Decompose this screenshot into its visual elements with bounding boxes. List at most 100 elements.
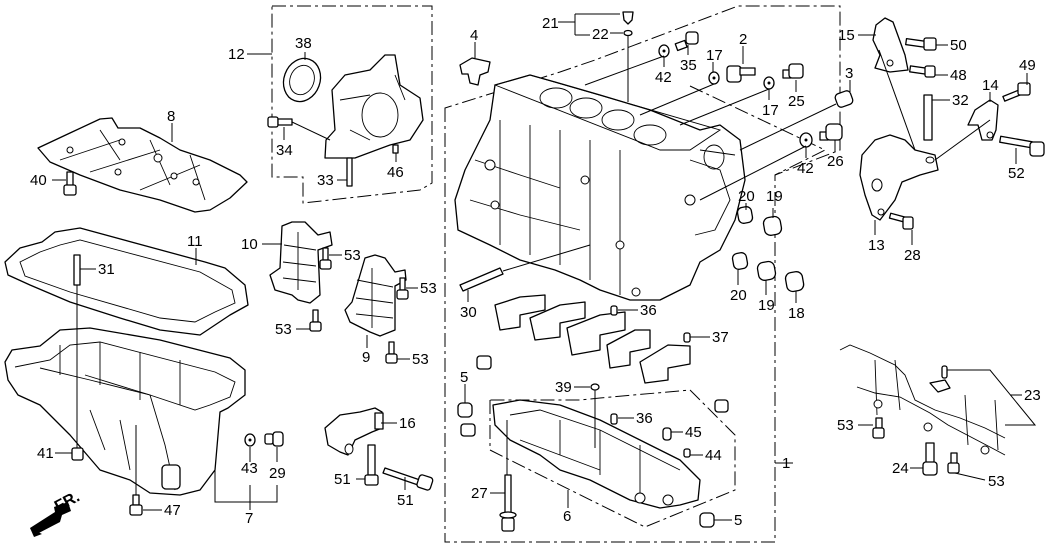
part-19-bearing-a[interactable] <box>762 215 783 237</box>
callout-10: 10 <box>241 236 258 253</box>
cylinder-block[interactable] <box>454 74 746 301</box>
callout-25: 25 <box>788 93 805 110</box>
callout-20-a: 20 <box>738 188 755 205</box>
part-49-bolt[interactable] <box>1002 82 1031 102</box>
part-18-bearing[interactable] <box>784 271 805 293</box>
callout-41: 41 <box>37 445 54 462</box>
bearing-caps[interactable] <box>494 294 691 384</box>
part-38-oil-seal[interactable] <box>278 53 327 107</box>
part-9-bracket[interactable] <box>344 254 407 337</box>
callout-7: 7 <box>245 510 253 527</box>
callout-53-e: 53 <box>837 417 854 434</box>
part-52-bolt[interactable] <box>999 135 1045 157</box>
callout-20-b: 20 <box>730 287 747 304</box>
part-oil-pan[interactable] <box>4 327 246 496</box>
part-5-bolt-right[interactable] <box>699 512 715 528</box>
part-53-bolt-b[interactable] <box>309 309 322 332</box>
group-box-plugs <box>689 85 827 176</box>
part-53-bolt-f[interactable] <box>947 452 960 474</box>
callout-53-b: 53 <box>275 321 292 338</box>
part-23-harness-bracket[interactable] <box>839 344 1006 456</box>
part-bolt-left-lower[interactable] <box>460 423 476 437</box>
part-10-bracket[interactable] <box>269 221 333 304</box>
callout-12: 12 <box>228 46 245 63</box>
part-30-stud[interactable] <box>459 244 591 292</box>
part-51-bolt-angled[interactable] <box>382 467 434 491</box>
callout-53-c: 53 <box>420 280 437 297</box>
part-5-bolt-left[interactable] <box>457 402 473 418</box>
part-11-oil-pan-gasket[interactable] <box>4 227 249 336</box>
part-45-dowel[interactable] <box>662 427 672 441</box>
callout-50: 50 <box>950 37 967 54</box>
part-39-clip[interactable] <box>590 383 600 448</box>
part-24-bolt[interactable] <box>922 442 938 476</box>
part-22-washer[interactable] <box>623 29 633 103</box>
part-32-stud[interactable] <box>923 94 933 141</box>
part-44-dowel[interactable] <box>683 448 691 458</box>
part-41-bolt[interactable] <box>71 447 84 461</box>
callout-51-a: 51 <box>334 471 351 488</box>
callout-38: 38 <box>295 35 312 52</box>
part-2-fitting[interactable] <box>726 65 756 83</box>
callout-48: 48 <box>950 67 967 84</box>
callout-40: 40 <box>30 172 47 189</box>
part-16-bracket[interactable] <box>324 407 384 456</box>
part-17-washer-a[interactable] <box>639 71 720 116</box>
callout-17-a: 17 <box>706 47 723 64</box>
part-8-baffle-plate[interactable] <box>37 117 248 213</box>
part-26-plug[interactable] <box>819 123 843 141</box>
part-19-bearing-b[interactable] <box>756 260 777 282</box>
part-27-bolt[interactable] <box>499 420 517 532</box>
part-5-bolt-upper-left[interactable] <box>476 355 492 370</box>
part-20-bearing-a[interactable] <box>736 206 754 224</box>
part-28-bolt[interactable] <box>888 212 914 230</box>
callout-35: 35 <box>680 57 697 74</box>
part-bolt-right-upper[interactable] <box>714 399 729 413</box>
part-21-plug[interactable] <box>622 11 634 25</box>
part-25-plug[interactable] <box>782 63 804 79</box>
callout-49: 49 <box>1019 57 1036 74</box>
part-14-bracket[interactable] <box>967 99 999 141</box>
part-43-washer[interactable] <box>244 433 256 447</box>
part-20-bearing-b[interactable] <box>731 252 749 270</box>
part-36-dowel-a[interactable] <box>610 305 618 316</box>
part-23-dowel[interactable] <box>941 365 948 379</box>
callout-37: 37 <box>712 329 729 346</box>
callout-30: 30 <box>460 304 477 321</box>
part-48-bolt[interactable] <box>909 65 936 78</box>
part-42-washer-a[interactable] <box>584 44 670 86</box>
callout-18: 18 <box>788 305 805 322</box>
part-40-bolt[interactable] <box>63 171 77 196</box>
part-37-dowel[interactable] <box>683 332 691 343</box>
part-47-bolt[interactable] <box>129 425 143 516</box>
callout-19-a: 19 <box>766 188 783 205</box>
part-53-bolt-d[interactable] <box>385 341 398 364</box>
part-29-drain-plug[interactable] <box>264 431 284 447</box>
part-33-pin[interactable] <box>346 157 353 187</box>
callout-21: 21 <box>542 15 559 32</box>
part-13-bracket[interactable] <box>859 134 939 221</box>
callout-14: 14 <box>982 77 999 94</box>
callout-33: 33 <box>317 172 334 189</box>
callout-5-right: 5 <box>734 512 742 529</box>
part-4-sensor[interactable] <box>459 57 491 86</box>
part-53-bolt-c[interactable] <box>396 277 409 300</box>
part-46-dowel[interactable] <box>392 144 399 154</box>
callout-53-a: 53 <box>344 247 361 264</box>
part-oil-pump-body[interactable] <box>324 54 424 159</box>
part-31-stud[interactable] <box>73 254 81 448</box>
part-53-bolt-e[interactable] <box>872 417 885 439</box>
part-51-bolt-vertical[interactable] <box>364 444 379 486</box>
part-53-bolt-a[interactable] <box>319 247 332 270</box>
part-50-bolt[interactable] <box>905 37 937 51</box>
part-34-bolt[interactable] <box>267 116 331 141</box>
part-3-plug[interactable] <box>739 90 854 151</box>
callout-16: 16 <box>399 415 416 432</box>
part-15-bracket[interactable] <box>872 17 909 73</box>
part-6-lower-block[interactable] <box>492 399 701 509</box>
part-36-dowel-b[interactable] <box>610 413 618 425</box>
part-35-plug[interactable] <box>674 31 699 52</box>
part-17-washer-b[interactable] <box>679 76 775 126</box>
callout-42-b: 42 <box>797 160 814 177</box>
